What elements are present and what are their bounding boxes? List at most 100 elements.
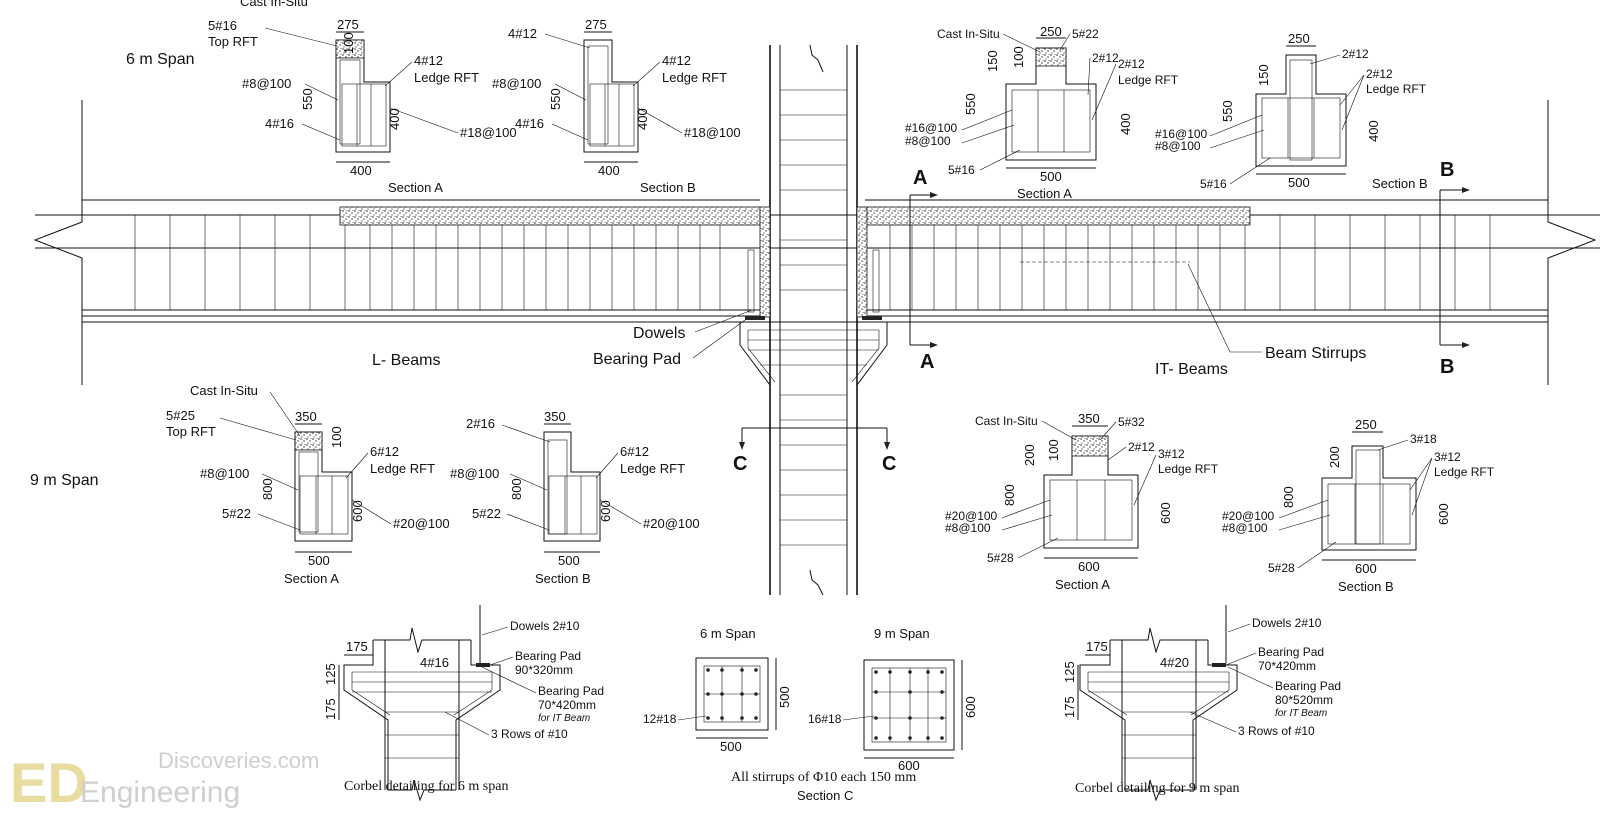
svg-text:4#16: 4#16 [265, 116, 294, 131]
column-section-6m: 6 m Span 500 500 12#18 [643, 626, 792, 754]
svg-text:550: 550 [1220, 100, 1235, 122]
section-c-title: Section C [797, 788, 853, 803]
it-beams-label: IT- Beams [1155, 361, 1228, 378]
section-it6-a: 250 500 150 100 550 400 Cast In-Situ 5#2… [905, 24, 1179, 201]
bearing-pad-right [862, 316, 882, 320]
svg-text:6#12: 6#12 [620, 444, 649, 459]
svg-text:125: 125 [323, 663, 338, 685]
svg-text:500: 500 [777, 686, 792, 708]
svg-text:Ledge RFT: Ledge RFT [620, 461, 685, 476]
svg-text:Ledge RFT: Ledge RFT [1366, 82, 1427, 96]
svg-text:500: 500 [1288, 175, 1310, 190]
svg-text:90*320mm: 90*320mm [515, 663, 573, 677]
svg-text:#20@100: #20@100 [393, 516, 450, 531]
svg-text:70*420mm: 70*420mm [538, 698, 596, 712]
svg-text:Corbel detailing for 9 m span: Corbel detailing for 9 m span [1075, 781, 1239, 796]
break-line-right [1547, 100, 1597, 385]
svg-text:500: 500 [308, 553, 330, 568]
svg-text:Ledge RFT: Ledge RFT [1434, 465, 1495, 479]
svg-text:5#22: 5#22 [222, 506, 251, 521]
svg-text:100: 100 [341, 32, 356, 54]
svg-text:175: 175 [346, 639, 368, 654]
l-beams-label: L- Beams [372, 352, 440, 369]
svg-text:100: 100 [1011, 46, 1026, 68]
svg-text:2#12: 2#12 [1118, 57, 1145, 71]
svg-text:350: 350 [1078, 411, 1100, 426]
svg-text:200: 200 [1327, 446, 1342, 468]
svg-text:275: 275 [337, 17, 359, 32]
svg-text:4#16: 4#16 [515, 116, 544, 131]
svg-text:#8@100: #8@100 [450, 466, 499, 481]
svg-text:Ledge RFT: Ledge RFT [1158, 462, 1219, 476]
section-it6-b: 250 500 150 550 400 2#12 2#12 Ledge RFT … [1155, 31, 1428, 191]
six-m-span-label: 6 m Span [126, 51, 194, 68]
svg-text:175: 175 [323, 698, 338, 720]
svg-text:5#32: 5#32 [1118, 415, 1145, 429]
section-l9-b: 350 500 800 600 2#16 6#12 Ledge RFT #8@1… [450, 409, 700, 586]
svg-text:12#18: 12#18 [643, 712, 677, 726]
svg-text:for IT Beam: for IT Beam [538, 713, 590, 724]
svg-text:550: 550 [300, 88, 315, 110]
svg-text:400: 400 [387, 108, 402, 130]
break-line-left [33, 100, 83, 385]
column-elevation [739, 44, 888, 596]
svg-text:5#16: 5#16 [208, 18, 237, 33]
svg-text:250: 250 [1355, 417, 1377, 432]
watermark-line2: Engineering [80, 776, 240, 809]
section-l6-b: 400 275 550 400 4#12 4#12 Ledge RFT #8@1… [492, 17, 741, 195]
svg-text:6#12: 6#12 [370, 444, 399, 459]
stirrups-right [889, 215, 1491, 310]
watermark: ED Discoveries.com Engineering [10, 748, 319, 814]
svg-text:#8@100: #8@100 [1155, 139, 1201, 153]
svg-text:350: 350 [544, 409, 566, 424]
svg-text:#8@100: #8@100 [945, 521, 991, 535]
svg-text:#8@100: #8@100 [905, 134, 951, 148]
bearing-pad-label: Bearing Pad [593, 351, 681, 368]
svg-text:600: 600 [1158, 502, 1173, 524]
svg-text:16#18: 16#18 [808, 712, 842, 726]
svg-text:Section B: Section B [1372, 176, 1428, 191]
svg-text:400: 400 [1118, 113, 1133, 135]
svg-text:250: 250 [1040, 24, 1062, 39]
svg-text:275: 275 [585, 17, 607, 32]
column-section-9m: 9 m Span 600 600 16#18 [808, 626, 978, 773]
section-it9-a: 350 600 200 100 800 600 Cast In-Situ 5#3… [945, 411, 1219, 592]
svg-text:150: 150 [985, 50, 1000, 72]
section-l9-a: 350 100 500 800 600 Cast In-Situ 5#25 To… [166, 383, 450, 586]
svg-text:Section B: Section B [1338, 579, 1394, 594]
svg-text:200: 200 [1022, 444, 1037, 466]
column-stirrups-note: All stirrups of Φ10 each 150 mm [731, 770, 916, 785]
svg-text:#8@100: #8@100 [1222, 521, 1268, 535]
svg-text:550: 550 [548, 88, 563, 110]
svg-text:4#12: 4#12 [662, 53, 691, 68]
cast-in-situ-topping-left [339, 206, 761, 226]
svg-text:Section A: Section A [1017, 186, 1072, 201]
svg-text:4#12: 4#12 [414, 53, 443, 68]
svg-text:70*420mm: 70*420mm [1258, 659, 1316, 673]
svg-text:#8@100: #8@100 [200, 466, 249, 481]
svg-text:350: 350 [295, 409, 317, 424]
svg-text:600: 600 [1355, 561, 1377, 576]
svg-text:Top RFT: Top RFT [208, 34, 258, 49]
svg-text:600: 600 [1436, 503, 1451, 525]
svg-text:4#16: 4#16 [420, 655, 449, 670]
svg-text:125: 125 [1062, 661, 1077, 683]
svg-text:9 m Span: 9 m Span [874, 626, 930, 641]
svg-text:400: 400 [598, 163, 620, 178]
svg-text:Ledge RFT: Ledge RFT [1118, 73, 1179, 87]
svg-text:Bearing Pad: Bearing Pad [1258, 645, 1324, 659]
nine-m-span-label: 9 m Span [30, 472, 98, 489]
watermark-logo: ED [10, 751, 88, 814]
svg-text:3#12: 3#12 [1434, 450, 1461, 464]
svg-text:600: 600 [963, 696, 978, 718]
svg-text:400: 400 [635, 108, 650, 130]
svg-text:Cast In-Situ: Cast In-Situ [240, 0, 308, 9]
svg-text:Bearing Pad: Bearing Pad [515, 649, 581, 663]
svg-text:Section B: Section B [535, 571, 591, 586]
svg-text:3 Rows of #10: 3 Rows of #10 [1238, 724, 1315, 738]
svg-text:800: 800 [509, 478, 524, 500]
svg-text:400: 400 [1366, 120, 1381, 142]
svg-text:250: 250 [1288, 31, 1310, 46]
svg-text:500: 500 [720, 739, 742, 754]
